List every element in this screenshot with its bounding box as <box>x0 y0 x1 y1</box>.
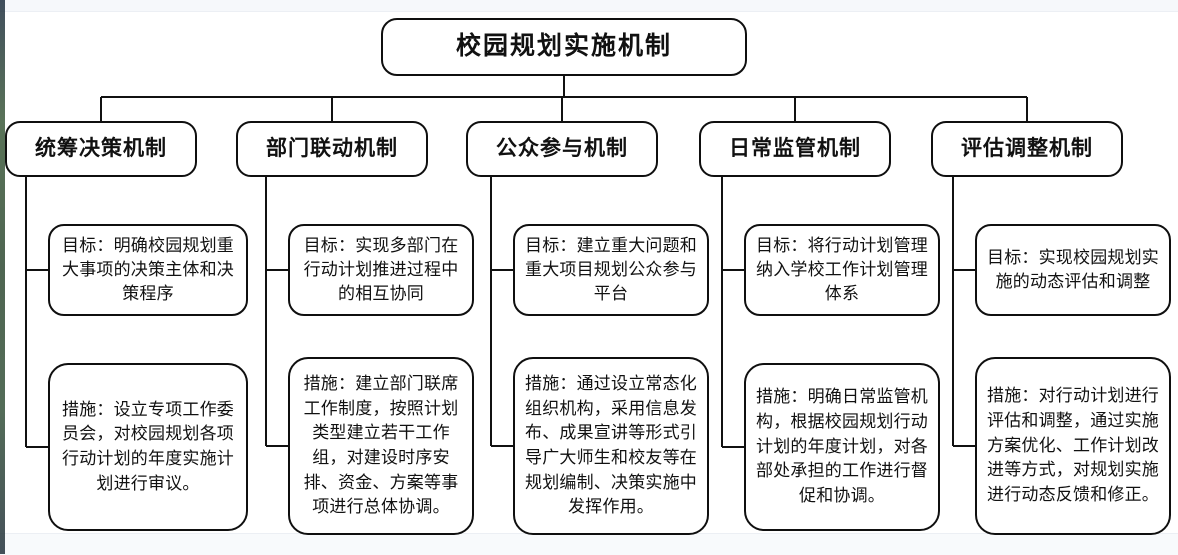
measure-node-text: 措施：设立专项工作委员会，对校园规划各项行动计划的年度实施计划进行审议。 <box>62 399 234 493</box>
branch-node-overall-decision[interactable]: 统筹决策机制 <box>5 121 197 177</box>
measure-node-department-coordination[interactable]: 措施：建立部门联席工作制度，按照计划类型建立若干工作组，对建设时序安排、资金、方… <box>288 357 474 535</box>
measure-node-text: 措施：对行动计划进行评估和调整，通过实施方案优化、工作计划改进等方式，对规划实施… <box>987 386 1159 504</box>
measure-node-overall-decision[interactable]: 措施：设立专项工作委员会，对校园规划各项行动计划的年度实施计划进行审议。 <box>48 363 248 531</box>
goal-node-text: 目标：建立重大问题和重大项目规划公众参与平台 <box>525 235 697 304</box>
measure-node-daily-supervision[interactable]: 措施：明确日常监管机构，根据校园规划行动计划的年度计划，对各部处承担的工作进行督… <box>744 363 940 531</box>
branch-node-department-coordination[interactable]: 部门联动机制 <box>236 121 428 177</box>
goal-node-daily-supervision[interactable]: 目标：将行动计划管理纳入学校工作计划管理体系 <box>744 224 940 316</box>
page-top-band <box>0 0 1178 12</box>
goal-node-overall-decision[interactable]: 目标：明确校园规划重大事项的决策主体和决策程序 <box>48 224 248 316</box>
branch-node-label: 日常监管机制 <box>729 136 861 161</box>
branch-node-daily-supervision[interactable]: 日常监管机制 <box>699 121 891 177</box>
goal-node-text: 目标：明确校园规划重大事项的决策主体和决策程序 <box>62 235 234 304</box>
branch-node-public-participation[interactable]: 公众参与机制 <box>466 121 658 177</box>
goal-node-public-participation[interactable]: 目标：建立重大问题和重大项目规划公众参与平台 <box>513 224 709 316</box>
branch-node-label: 评估调整机制 <box>961 136 1093 161</box>
measure-node-text: 措施：通过设立常态化组织机构，采用信息发布、成果宣讲等形式引导广大师生和校友等在… <box>525 374 697 517</box>
goal-node-text: 目标：实现多部门在行动计划推进过程中的相互协同 <box>303 235 459 304</box>
branch-node-label: 公众参与机制 <box>496 136 628 161</box>
branch-node-label: 部门联动机制 <box>266 136 398 161</box>
goal-node-evaluation-adjustment[interactable]: 目标：实现校园规划实施的动态评估和调整 <box>975 224 1171 316</box>
measure-node-evaluation-adjustment[interactable]: 措施：对行动计划进行评估和调整，通过实施方案优化、工作计划改进等方式，对规划实施… <box>975 357 1171 535</box>
goal-node-text: 目标：将行动计划管理纳入学校工作计划管理体系 <box>756 235 928 304</box>
measure-node-public-participation[interactable]: 措施：通过设立常态化组织机构，采用信息发布、成果宣讲等形式引导广大师生和校友等在… <box>513 357 709 535</box>
root-node[interactable]: 校园规划实施机制 <box>381 18 747 76</box>
page-left-edge-strip <box>0 0 5 554</box>
goal-node-department-coordination[interactable]: 目标：实现多部门在行动计划推进过程中的相互协同 <box>288 224 474 316</box>
goal-node-text: 目标：实现校园规划实施的动态评估和调整 <box>987 247 1159 291</box>
measure-node-text: 措施：建立部门联席工作制度，按照计划类型建立若干工作组，对建设时序安排、资金、方… <box>303 374 459 517</box>
page-bottom-band <box>0 533 1178 555</box>
root-node-label: 校园规划实施机制 <box>455 33 672 61</box>
org-chart-diagram: 校园规划实施机制 统筹决策机制 部门联动机制 公众参与机制 日常监管机制 评估调… <box>0 11 1178 535</box>
branch-node-label: 统筹决策机制 <box>35 136 167 161</box>
measure-node-text: 措施：明确日常监管机构，根据校园规划行动计划的年度计划，对各部处承担的工作进行督… <box>756 387 928 505</box>
branch-node-evaluation-adjustment[interactable]: 评估调整机制 <box>931 121 1123 177</box>
